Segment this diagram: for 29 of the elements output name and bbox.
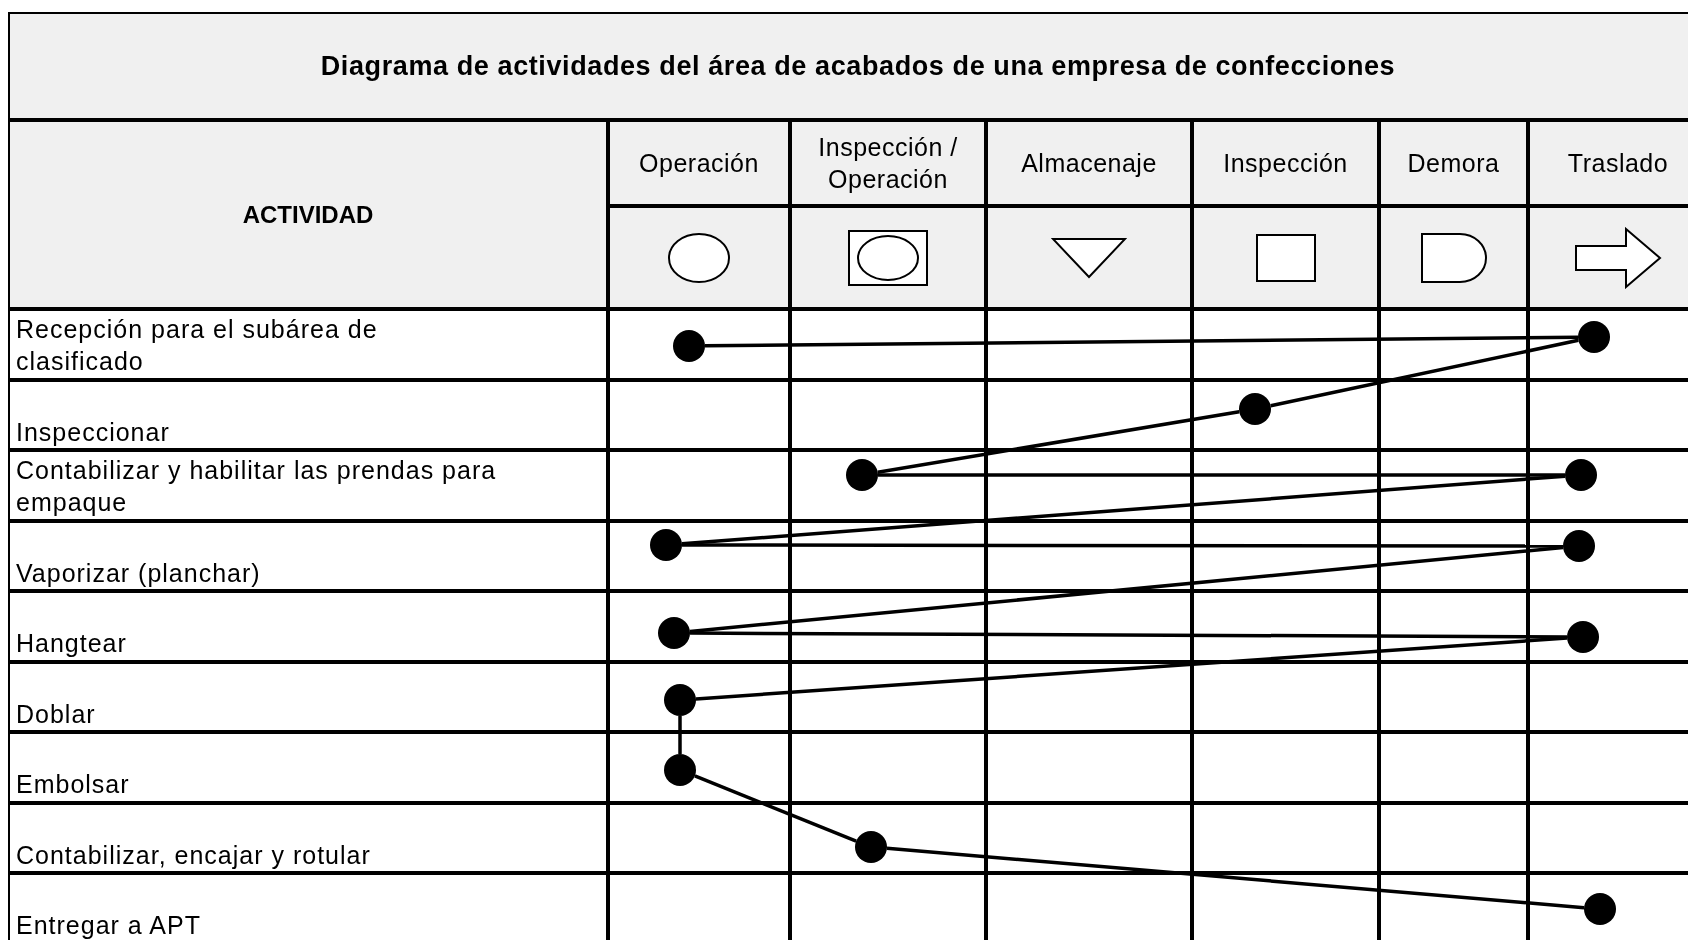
connector-line (705, 335, 1578, 348)
connector-line (1270, 338, 1579, 408)
column-header: Demora (1407, 147, 1500, 179)
activity-name: Hangtear (16, 628, 127, 659)
connector-line (694, 774, 857, 843)
connector-line (878, 473, 1565, 477)
column-header: Inspección (1223, 147, 1348, 179)
column-header: Inspección / Operación (817, 131, 959, 195)
activity-name: Entregar a APT (16, 910, 201, 940)
activity-name: Recepción para el subárea de clasificado (16, 313, 379, 377)
title: Diagrama de actividades del área de acabados de una empresa de confecciones (320, 50, 1396, 81)
column-header: Traslado (1567, 147, 1669, 179)
connector-line (690, 631, 1567, 639)
activity-name: Vaporizar (planchar) (16, 557, 261, 589)
activity-name: Contabilizar y habilitar las prendas para empaque (16, 454, 498, 518)
activity-name: Embolsar (16, 769, 130, 800)
column-header: ACTIVIDAD (242, 200, 374, 229)
connector-line (681, 474, 1566, 546)
connector-line (678, 716, 682, 754)
connector-line (695, 636, 1568, 701)
activity-name: Doblar (16, 698, 96, 730)
connector-line (886, 846, 1585, 910)
column-header: Almacenaje (1021, 147, 1157, 179)
connector-line (682, 543, 1563, 548)
activity-name: Contabilizar, encajar y rotular (16, 839, 371, 871)
column-header: Operación (639, 147, 759, 179)
connector-line (877, 409, 1240, 475)
activity-name: Inspeccionar (16, 416, 170, 448)
connector-line (689, 545, 1564, 634)
